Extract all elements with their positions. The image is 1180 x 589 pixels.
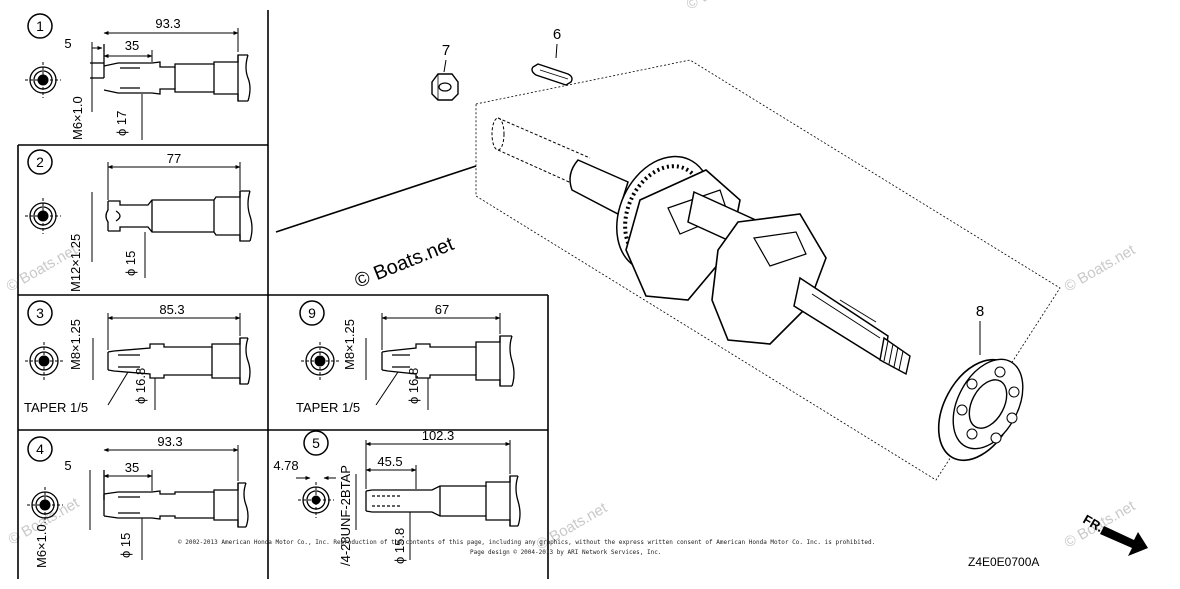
shaft-side-view (103, 470, 249, 528)
dimension-label: 93.3 (157, 434, 182, 449)
diameter-label: ϕ 16.8 (133, 368, 148, 404)
arrow-icon (1100, 526, 1148, 556)
dimension-lines (91, 28, 239, 140)
shaft-side-view (105, 190, 253, 242)
shaft-end-view (25, 198, 61, 234)
taper-label: TAPER 1/5 (296, 400, 360, 415)
thread-spec: M8×1.25 (342, 319, 357, 370)
watermarks: © Boats.net © Boats.net © Boats.net © Bo… (4, 0, 1139, 553)
callout-badge (27, 149, 53, 175)
thread-spec: M6×1.0 (34, 524, 49, 568)
shaft-side-view (365, 475, 521, 527)
taper-label: TAPER 1/5 (24, 400, 88, 415)
shaft-side-view (381, 335, 515, 387)
watermark-text: © Boats.net (1062, 241, 1139, 295)
dimension-label: 45.5 (377, 454, 402, 469)
callout-badge (299, 300, 325, 326)
dimension-label: 85.3 (159, 302, 184, 317)
shaft-end-view (298, 482, 334, 518)
variant-panel-3: 3 85.3 M8×1.25 ϕ 16.8 (24, 300, 251, 415)
panel-grid (17, 10, 549, 579)
thread-spec: M12×1.25 (68, 234, 83, 292)
dimension-lines (89, 445, 239, 560)
badge-number: 3 (36, 305, 44, 321)
callout-number: 7 (442, 42, 450, 59)
variant-panel-5: 5 102 (273, 428, 521, 566)
diameter-label: ϕ 15 (118, 533, 133, 558)
thread-spec: /4-28UNF-2BTAP (338, 465, 353, 566)
leader-line (275, 165, 477, 233)
variant-panel-2: 2 77 M12×1.25 ϕ 15 (25, 149, 253, 292)
shaft-end-view (25, 342, 63, 380)
badge-number: 2 (36, 154, 44, 170)
dimension-label: 5 (64, 458, 71, 473)
badge-number: 4 (36, 441, 44, 457)
crankshaft-assembly (475, 59, 1061, 481)
variant-panel-9: 9 67 M8×1.25 ϕ 16.8 T (296, 300, 515, 415)
shaft-side-view (107, 337, 251, 385)
callout-number: 6 (553, 26, 561, 43)
shaft-end-view (25, 62, 61, 98)
callout-badge (27, 13, 53, 39)
variant-panel-4: 4 93.3 5 35 M6 (27, 434, 249, 568)
dimension-label: 67 (435, 302, 449, 317)
shaft-end-view (27, 487, 63, 523)
dimension-label: 77 (167, 151, 181, 166)
dimension-lines (365, 313, 501, 410)
shaft-end-view (301, 342, 339, 380)
diameter-label: ϕ 16.8 (406, 368, 421, 404)
dimension-label: 35 (125, 38, 139, 53)
dimension-label: 35 (125, 460, 139, 475)
callout-badge (27, 436, 53, 462)
copyright-notice: © 2002-2013 American Honda Motor Co., In… (178, 539, 875, 546)
dimension-label: 5 (64, 36, 71, 51)
diameter-label: ϕ 15 (123, 251, 138, 276)
watermark-text: © Boats.net (684, 0, 761, 13)
thread-spec: M6×1.0 (70, 96, 85, 140)
callout-number: 8 (976, 303, 984, 320)
diameter-label: ϕ 15.8 (392, 528, 407, 564)
dimension-lines (296, 440, 511, 560)
badge-number: 1 (36, 18, 44, 34)
shaft-side-view (90, 44, 251, 102)
callout-badge (27, 300, 53, 326)
part-7-nut: 7 (431, 42, 459, 101)
part-8-bearing: 8 (937, 303, 1024, 462)
dimension-lines (92, 313, 241, 410)
badge-number: 9 (308, 305, 316, 321)
dimension-label: 93.3 (155, 16, 180, 31)
callout-badge (303, 430, 329, 456)
badge-number: 5 (312, 435, 320, 451)
dimension-label: 4.78 (273, 458, 298, 473)
diameter-label: ϕ 17 (114, 111, 129, 136)
variant-panel-1: 1 (25, 13, 251, 140)
diagram-code: Z4E0E0700A (968, 555, 1039, 569)
thread-spec: M8×1.25 (68, 319, 83, 370)
dimension-lines (91, 162, 241, 278)
dimension-label: 102.3 (422, 428, 455, 443)
part-6-key: 6 (531, 26, 573, 86)
page-design-credit: Page design © 2004-2013 by ARI Network S… (470, 549, 661, 556)
watermark-main: © Boats.net (352, 233, 458, 293)
